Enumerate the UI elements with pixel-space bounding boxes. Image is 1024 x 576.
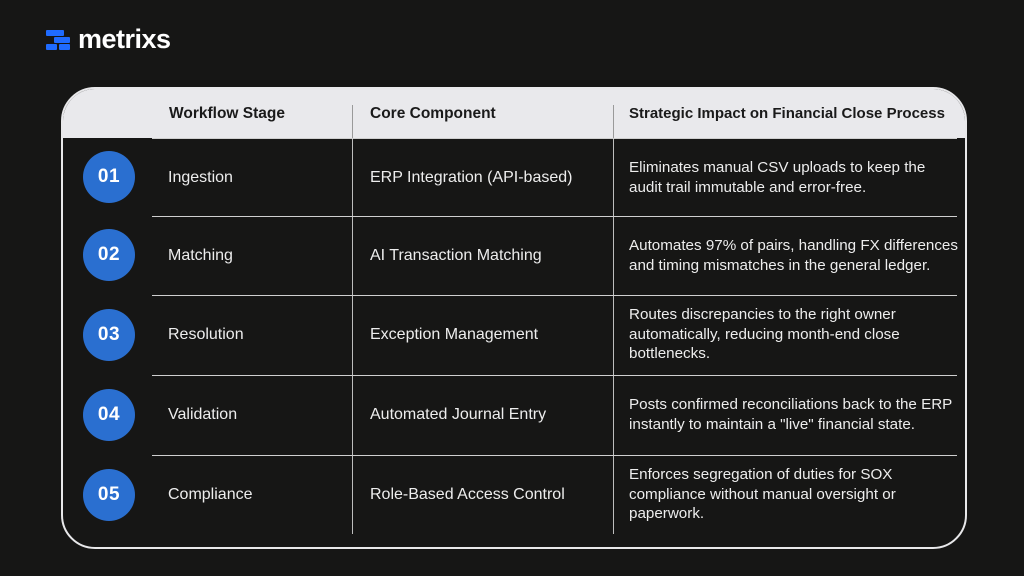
- table-row: 03 Resolution Exception Management Route…: [63, 295, 965, 374]
- step-number-badge: 04: [83, 389, 135, 441]
- workflow-table: Workflow Stage Core Component Strategic …: [61, 87, 967, 549]
- row-divider: [152, 375, 957, 376]
- impact-cell: Routes discrepancies to the right owner …: [629, 306, 900, 363]
- component-cell: ERP Integration (API-based): [370, 168, 573, 186]
- row-divider: [152, 216, 957, 217]
- stage-cell: Matching: [168, 246, 233, 264]
- row-divider: [152, 295, 957, 296]
- table-row: 05 Compliance Role-Based Access Control …: [63, 455, 965, 534]
- row-divider: [152, 455, 957, 456]
- column-divider: [352, 105, 353, 138]
- table-row: 01 Ingestion ERP Integration (API-based)…: [63, 138, 965, 217]
- header-core-component: Core Component: [370, 104, 496, 122]
- impact-cell: Eliminates manual CSV uploads to keep th…: [629, 159, 926, 196]
- component-cell: Exception Management: [370, 325, 539, 343]
- stage-cell: Ingestion: [168, 168, 233, 186]
- component-cell: AI Transaction Matching: [370, 246, 542, 264]
- table-row: 02 Matching AI Transaction Matching Auto…: [63, 216, 965, 295]
- stage-cell: Compliance: [168, 485, 253, 503]
- brand-logo: metrixs: [44, 26, 171, 53]
- header-strategic-impact: Strategic Impact on Financial Close Proc…: [629, 105, 945, 122]
- table-row: 04 Validation Automated Journal Entry Po…: [63, 375, 965, 454]
- row-divider: [152, 138, 957, 139]
- table-header: Workflow Stage Core Component Strategic …: [63, 89, 965, 138]
- brand-name: metrixs: [78, 24, 171, 54]
- impact-cell: Posts confirmed reconciliations back to …: [629, 396, 953, 433]
- column-divider: [613, 105, 614, 138]
- logo-bars-icon: [44, 28, 72, 52]
- impact-cell: Automates 97% of pairs, handling FX diff…: [629, 237, 958, 274]
- column-divider: [352, 138, 353, 534]
- impact-cell: Enforces segregation of duties for SOX c…: [629, 466, 896, 523]
- step-number-badge: 02: [83, 229, 135, 281]
- stage-cell: Validation: [168, 405, 238, 423]
- component-cell: Role-Based Access Control: [370, 485, 565, 503]
- step-number-badge: 05: [83, 469, 135, 521]
- component-cell: Automated Journal Entry: [370, 405, 547, 423]
- header-workflow-stage: Workflow Stage: [169, 104, 285, 122]
- step-number-badge: 03: [83, 309, 135, 361]
- step-number-badge: 01: [83, 151, 135, 203]
- column-divider: [613, 138, 614, 534]
- stage-cell: Resolution: [168, 325, 244, 343]
